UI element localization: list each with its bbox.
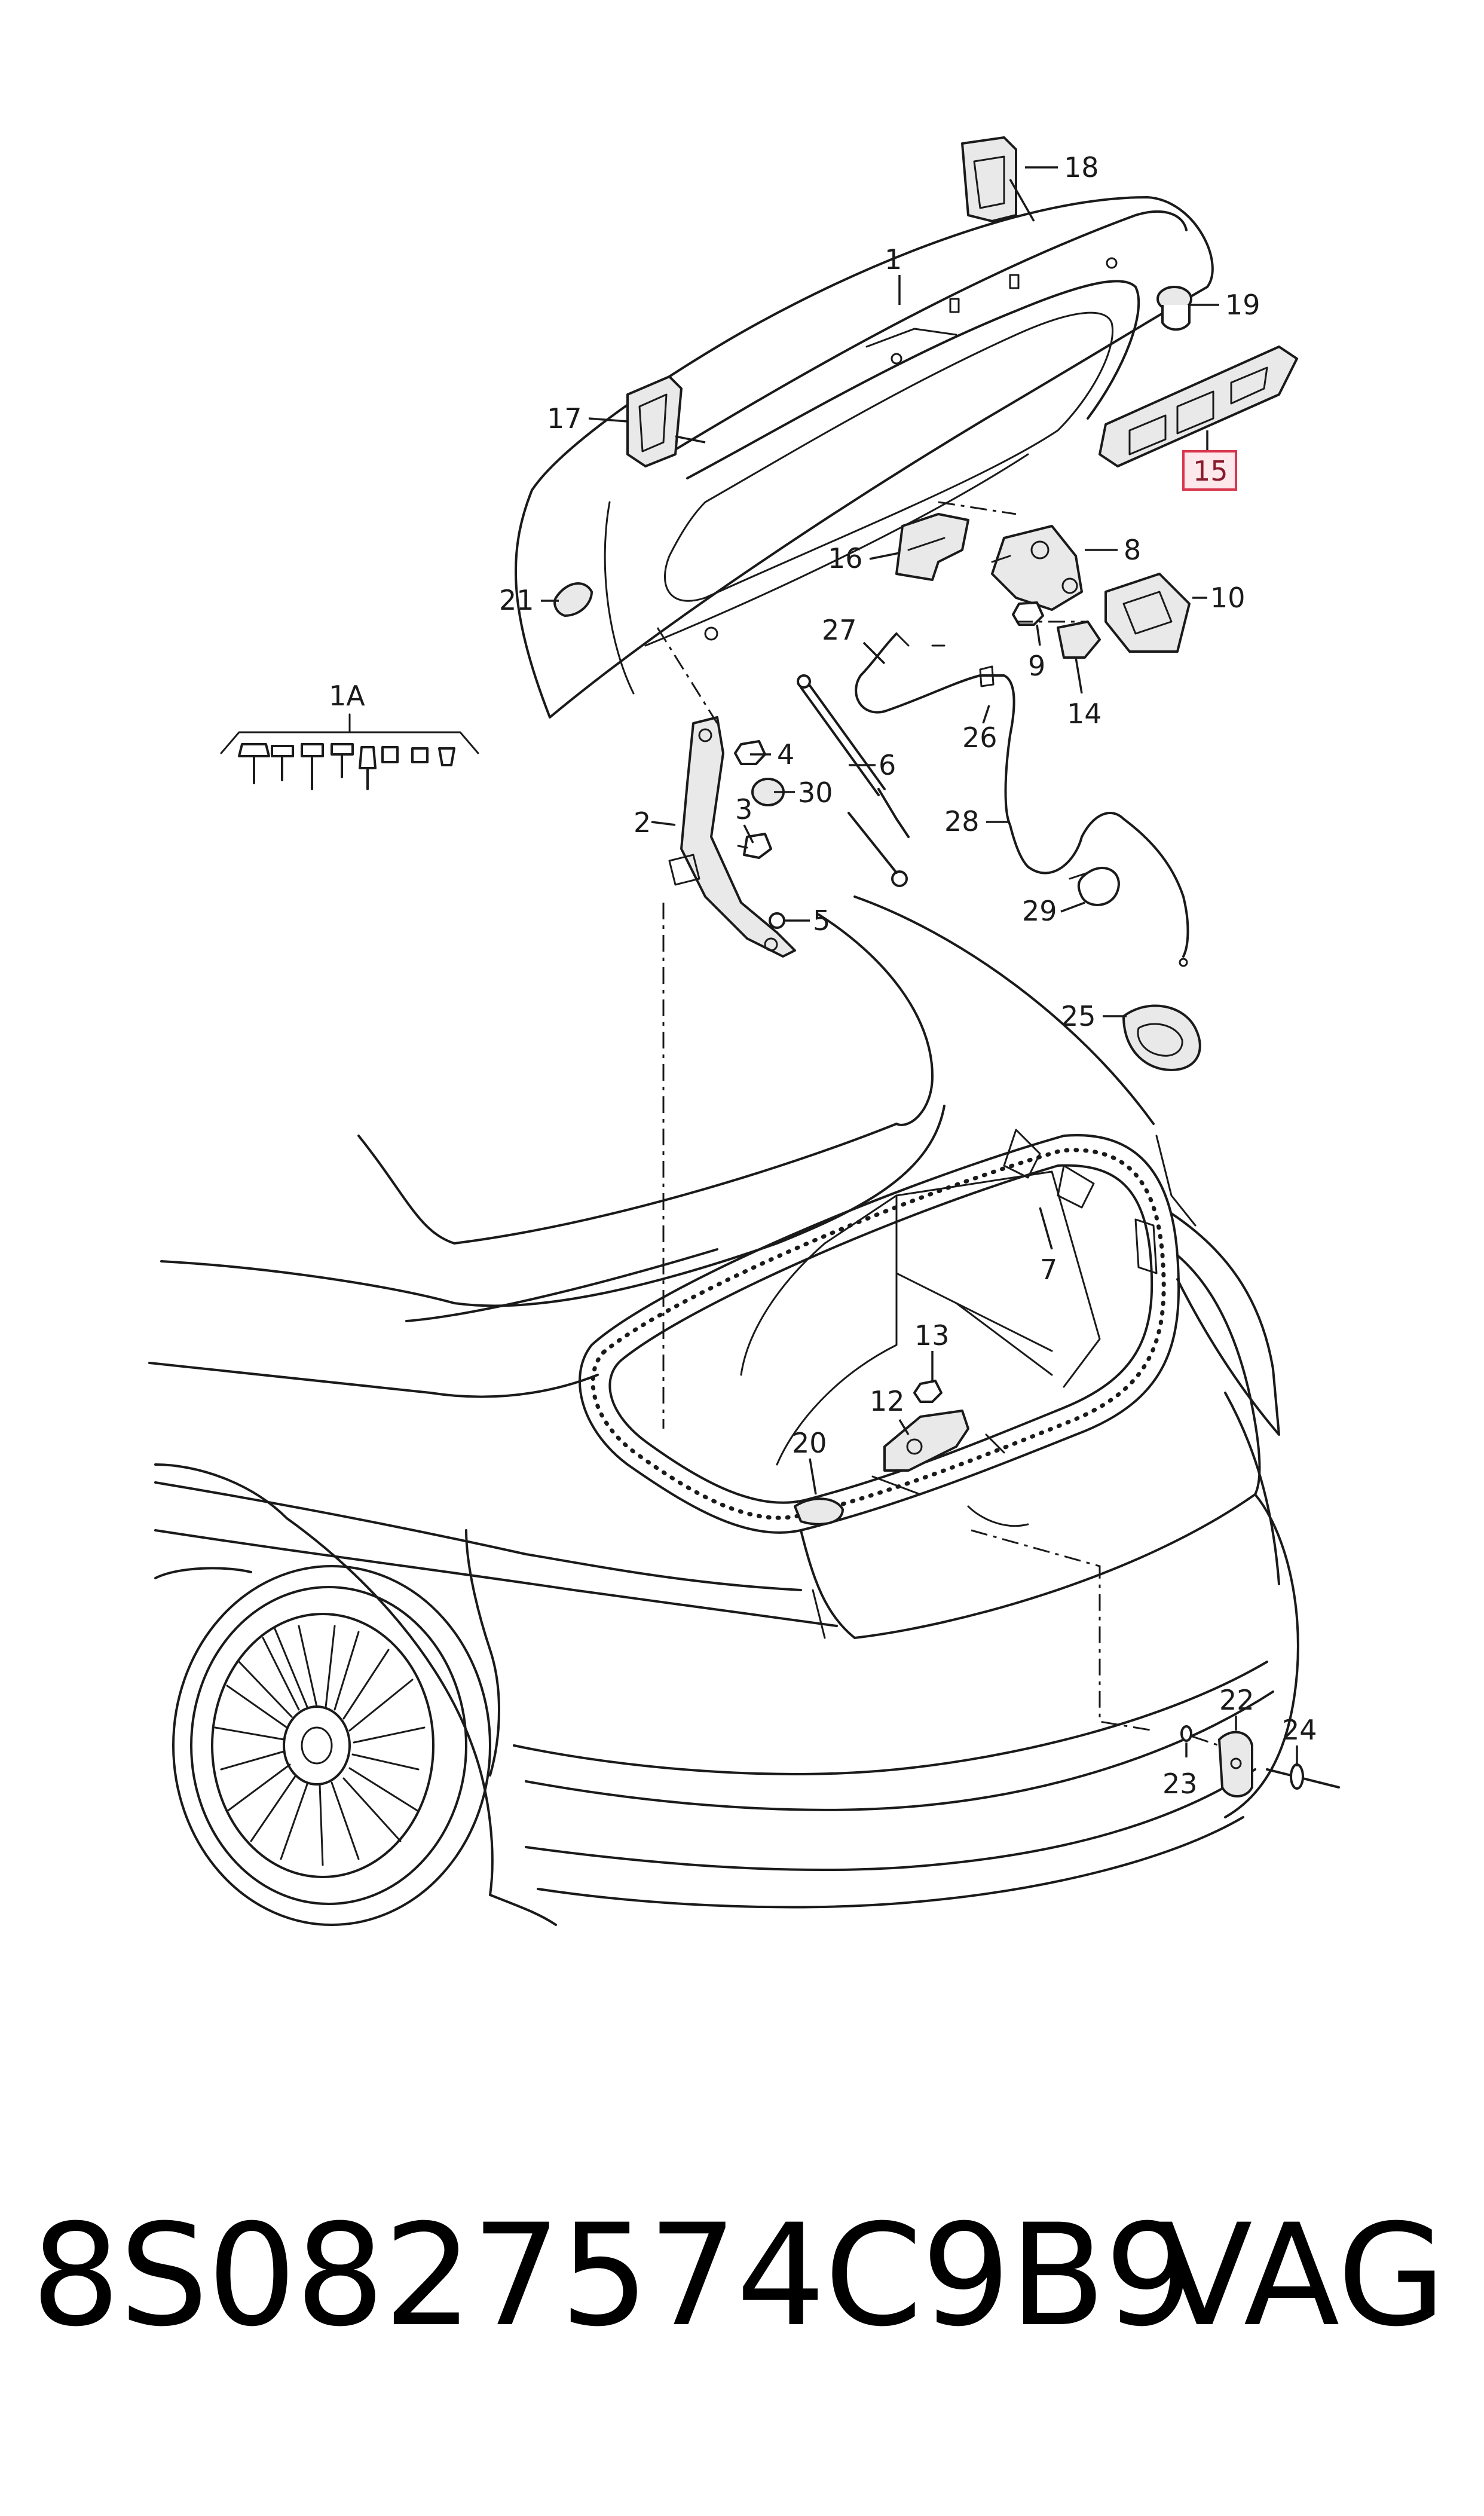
part-18-bracket <box>961 136 1017 222</box>
callout-26: 26 <box>962 722 998 754</box>
callout-2: 2 <box>634 806 651 839</box>
callout-15-box <box>1182 450 1237 491</box>
callout-20: 20 <box>792 1427 827 1459</box>
callout-17: 17 <box>547 402 582 435</box>
callout-30: 30 <box>798 776 833 809</box>
part-19-bump-stop <box>1156 286 1192 331</box>
part-17-bracket <box>626 375 683 467</box>
part-number-text: 8S0827574C9B9 <box>31 2194 1194 2358</box>
part-27-26-28-cables <box>855 632 1189 967</box>
callout-25: 25 <box>1061 1000 1096 1032</box>
callout-3: 3 <box>735 793 752 826</box>
part-24-pin <box>1266 1763 1340 1790</box>
callout-7: 7 <box>1040 1254 1057 1286</box>
callout-10: 10 <box>1210 582 1246 614</box>
part-22-lamp-holder <box>1218 1731 1253 1797</box>
callout-13: 13 <box>914 1319 950 1352</box>
callout-12: 12 <box>870 1385 905 1417</box>
part-10-cover <box>1104 573 1191 653</box>
callout-9: 9 <box>1028 650 1045 682</box>
callout-18: 18 <box>1064 151 1099 184</box>
part-14-switch <box>1057 620 1101 659</box>
part-16-bracket <box>895 513 969 581</box>
part-5-washer <box>769 912 785 929</box>
part-12-striker <box>871 1410 1005 1496</box>
rear-wheel-drawing <box>172 1565 491 1926</box>
callout-1A: 1A <box>329 680 365 712</box>
callout-29: 29 <box>1022 895 1057 927</box>
part-15-trim-strip <box>1099 346 1298 467</box>
callout-23: 23 <box>1162 1768 1198 1800</box>
part-25-handle-cup <box>1122 1004 1201 1071</box>
part-21-grommet <box>553 582 593 617</box>
leader-lines <box>541 166 1298 1766</box>
callout-1: 1 <box>885 243 902 276</box>
callout-15: 15 <box>1193 455 1228 487</box>
part-29-clip <box>1069 866 1120 906</box>
part-4-nut <box>734 740 766 765</box>
part-3-bolt <box>737 833 772 859</box>
part-13-nut <box>913 1380 943 1403</box>
callout-27: 27 <box>822 614 857 646</box>
callout-22: 22 <box>1219 1684 1254 1716</box>
part-9-nut <box>1012 601 1044 626</box>
callout-15-highlight: 15 <box>1182 450 1237 491</box>
callout-21: 21 <box>499 584 534 616</box>
part-2-hinge <box>668 716 796 958</box>
part-1A-fastener-group <box>220 713 479 790</box>
callout-28: 28 <box>944 805 980 837</box>
part-23-washer <box>1180 1725 1192 1742</box>
trunk-lid-part-1 <box>514 196 1214 719</box>
car-body-drawing <box>148 895 1299 1926</box>
part-20-buffer <box>794 1497 844 1526</box>
part-8-lock <box>991 525 1083 611</box>
brand-text: VAG <box>1156 2194 1446 2358</box>
callout-labels: 1 18 19 17 16 8 10 9 14 21 27 26 6 1A 4 … <box>329 151 1317 1800</box>
callout-24: 24 <box>1282 1714 1317 1746</box>
callout-19: 19 <box>1225 289 1260 321</box>
callout-14: 14 <box>1067 698 1102 730</box>
callout-6: 6 <box>879 749 896 781</box>
callout-5: 5 <box>813 904 830 937</box>
callout-16: 16 <box>828 542 863 574</box>
part-6-gas-strut <box>797 674 910 887</box>
callout-8: 8 <box>1124 534 1141 566</box>
callout-4: 4 <box>777 738 794 771</box>
